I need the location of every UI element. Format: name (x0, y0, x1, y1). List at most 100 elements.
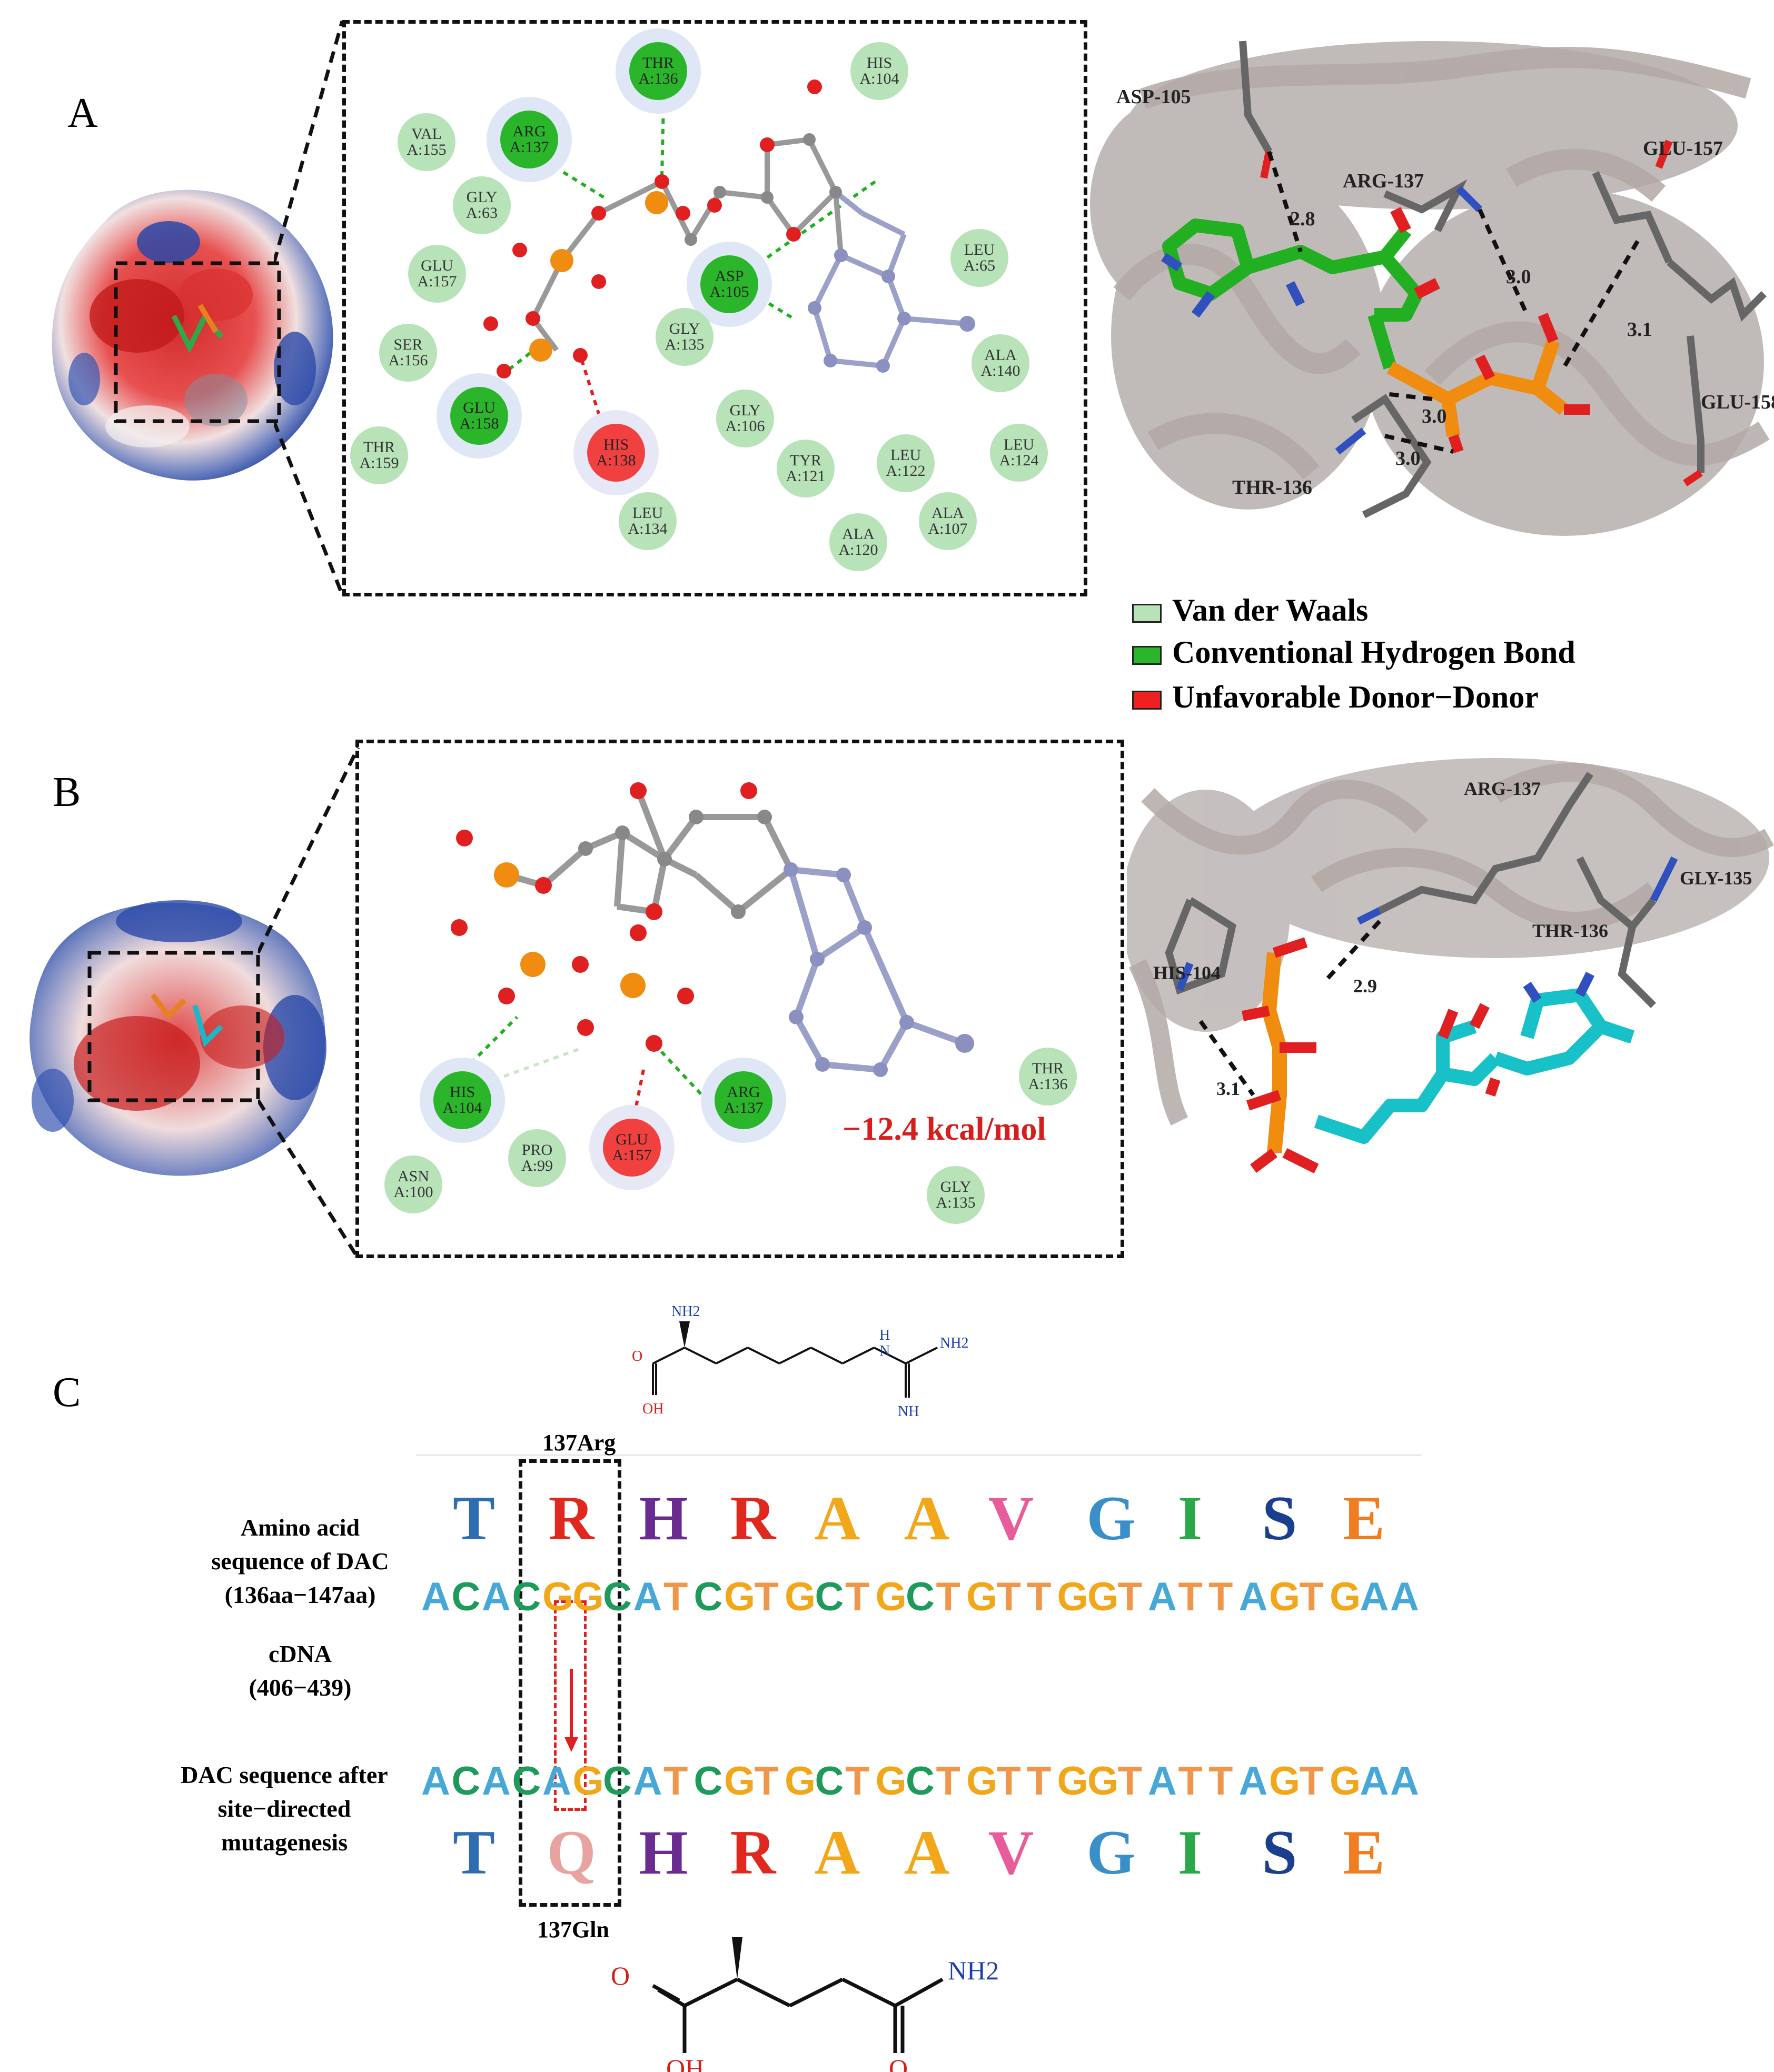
panel-label-c: C (53, 1369, 81, 1416)
nt-original-18: G (966, 1575, 998, 1619)
dist-3d-a-3: 3.0 (1422, 405, 1447, 427)
nt-mutant-16: C (906, 1759, 935, 1804)
mutation-arrow (564, 1669, 578, 1752)
nt-original-30: G (1330, 1575, 1361, 1619)
structure-3d-a: ASP-105 ARG-137 GLU-157 GLU-158 THR-136 … (1090, 20, 1774, 546)
zoom-connector-b (258, 746, 360, 1259)
legend-hbond-label: Conventional Hydrogen Bond (1172, 635, 1575, 670)
dist-3d-b-1: 3.1 (1216, 1078, 1240, 1099)
zoom-box-a (114, 261, 281, 423)
dist-3d-b-0: 2.9 (1353, 975, 1377, 997)
nt-original-3: C (512, 1575, 541, 1619)
aa-original-5: A (904, 1483, 950, 1553)
aa-original-10: E (1342, 1483, 1385, 1553)
label-amino-sequence: Amino acid sequence of DAC (136aa−147aa) (190, 1511, 411, 1612)
interaction-diagram-b (355, 740, 1124, 1258)
dist-3d-a-0: 2.8 (1290, 208, 1315, 230)
aa-original-6: V (988, 1483, 1034, 1553)
label-3d-a-thr136: THR-136 (1232, 476, 1312, 499)
nt-mutant-32: A (1390, 1759, 1419, 1804)
structure-3d-b: ARG-137 GLY-135 THR-136 HIS-104 2.9 3.1 (1127, 758, 1774, 1173)
legend-swatch-unfav (1132, 691, 1162, 710)
label-mutant-sequence: DAC sequence after site−directed mutagen… (158, 1758, 411, 1859)
nt-original-8: T (663, 1575, 688, 1619)
label-cdna-line1: cDNA (268, 1640, 332, 1667)
nt-mutant-29: T (1299, 1759, 1324, 1804)
aa-original-3: R (730, 1483, 776, 1553)
nt-original-15: G (875, 1575, 907, 1619)
nt-original-29: T (1299, 1575, 1324, 1619)
nt-mutant-6: C (603, 1759, 632, 1804)
mutation-site-box (519, 1459, 621, 1907)
divider-line (416, 1455, 1422, 1456)
nt-mutant-23: T (1117, 1759, 1142, 1804)
nt-mutant-2: A (482, 1759, 511, 1804)
nt-mutant-21: G (1057, 1759, 1088, 1804)
nt-original-1: C (451, 1575, 481, 1619)
nt-mutant-30: G (1330, 1759, 1361, 1804)
nt-original-19: T (996, 1575, 1021, 1619)
nt-original-17: T (936, 1575, 960, 1619)
nt-original-4: G (542, 1575, 574, 1619)
arg-nh2-right: NH2 (940, 1335, 968, 1351)
label-3d-a-asp105: ASP-105 (1116, 86, 1191, 108)
label-3d-b-arg137: ARG-137 (1464, 778, 1541, 799)
nt-original-28: G (1269, 1575, 1301, 1619)
nt-original-0: A (421, 1575, 450, 1619)
nt-mutant-1: C (451, 1759, 481, 1804)
aa-mutant-4: A (814, 1817, 860, 1887)
tag-137gln: 137Gln (537, 1917, 609, 1942)
nt-original-11: T (754, 1575, 779, 1619)
label-mut-line3: mutagenesis (221, 1829, 348, 1856)
ligand-2d-b (447, 782, 974, 1149)
glutamine-structure: O OH O NH2 (611, 1937, 999, 2072)
nt-mutant-27: A (1238, 1759, 1268, 1804)
nt-original-32: A (1390, 1575, 1419, 1619)
label-3d-a-arg137: ARG-137 (1343, 170, 1424, 192)
arg-nh2-top: NH2 (671, 1303, 700, 1320)
aa-mutant-5: A (904, 1817, 950, 1887)
protein-surface-a (52, 190, 333, 481)
dist-3d-a-2: 3.1 (1627, 318, 1652, 341)
legend-swatch-vdw (1132, 604, 1162, 623)
nt-mutant-18: G (966, 1759, 998, 1804)
nt-original-23: T (1117, 1575, 1142, 1619)
nt-original-24: A (1148, 1575, 1177, 1619)
aa-mutant-6: V (988, 1817, 1034, 1887)
aa-original-2: H (639, 1483, 688, 1553)
nt-mutant-22: G (1087, 1759, 1119, 1804)
label-3d-a-glu158: GLU-158 (1701, 391, 1774, 413)
dist-3d-a-1: 3.0 (1506, 266, 1531, 288)
nt-original-5: G (572, 1575, 604, 1619)
nt-mutant-8: T (663, 1759, 688, 1804)
arg-o: O (632, 1348, 642, 1364)
aa-mutant-7: G (1086, 1817, 1136, 1887)
aa-mutant-9: S (1262, 1817, 1297, 1887)
gln-oh: OH (666, 2054, 704, 2072)
label-cdna: cDNA (406−439) (190, 1637, 411, 1705)
aa-mutant-10: E (1342, 1817, 1385, 1887)
nt-mutant-28: G (1269, 1759, 1301, 1804)
nt-mutant-13: C (815, 1759, 844, 1804)
label-cdna-line2: (406−439) (249, 1674, 352, 1701)
nt-mutant-9: C (693, 1759, 723, 1804)
aa-original-1: R (548, 1483, 594, 1553)
nt-mutant-11: T (754, 1759, 779, 1804)
legend-swatch-hbond (1132, 646, 1162, 665)
nt-original-6: C (603, 1575, 632, 1619)
